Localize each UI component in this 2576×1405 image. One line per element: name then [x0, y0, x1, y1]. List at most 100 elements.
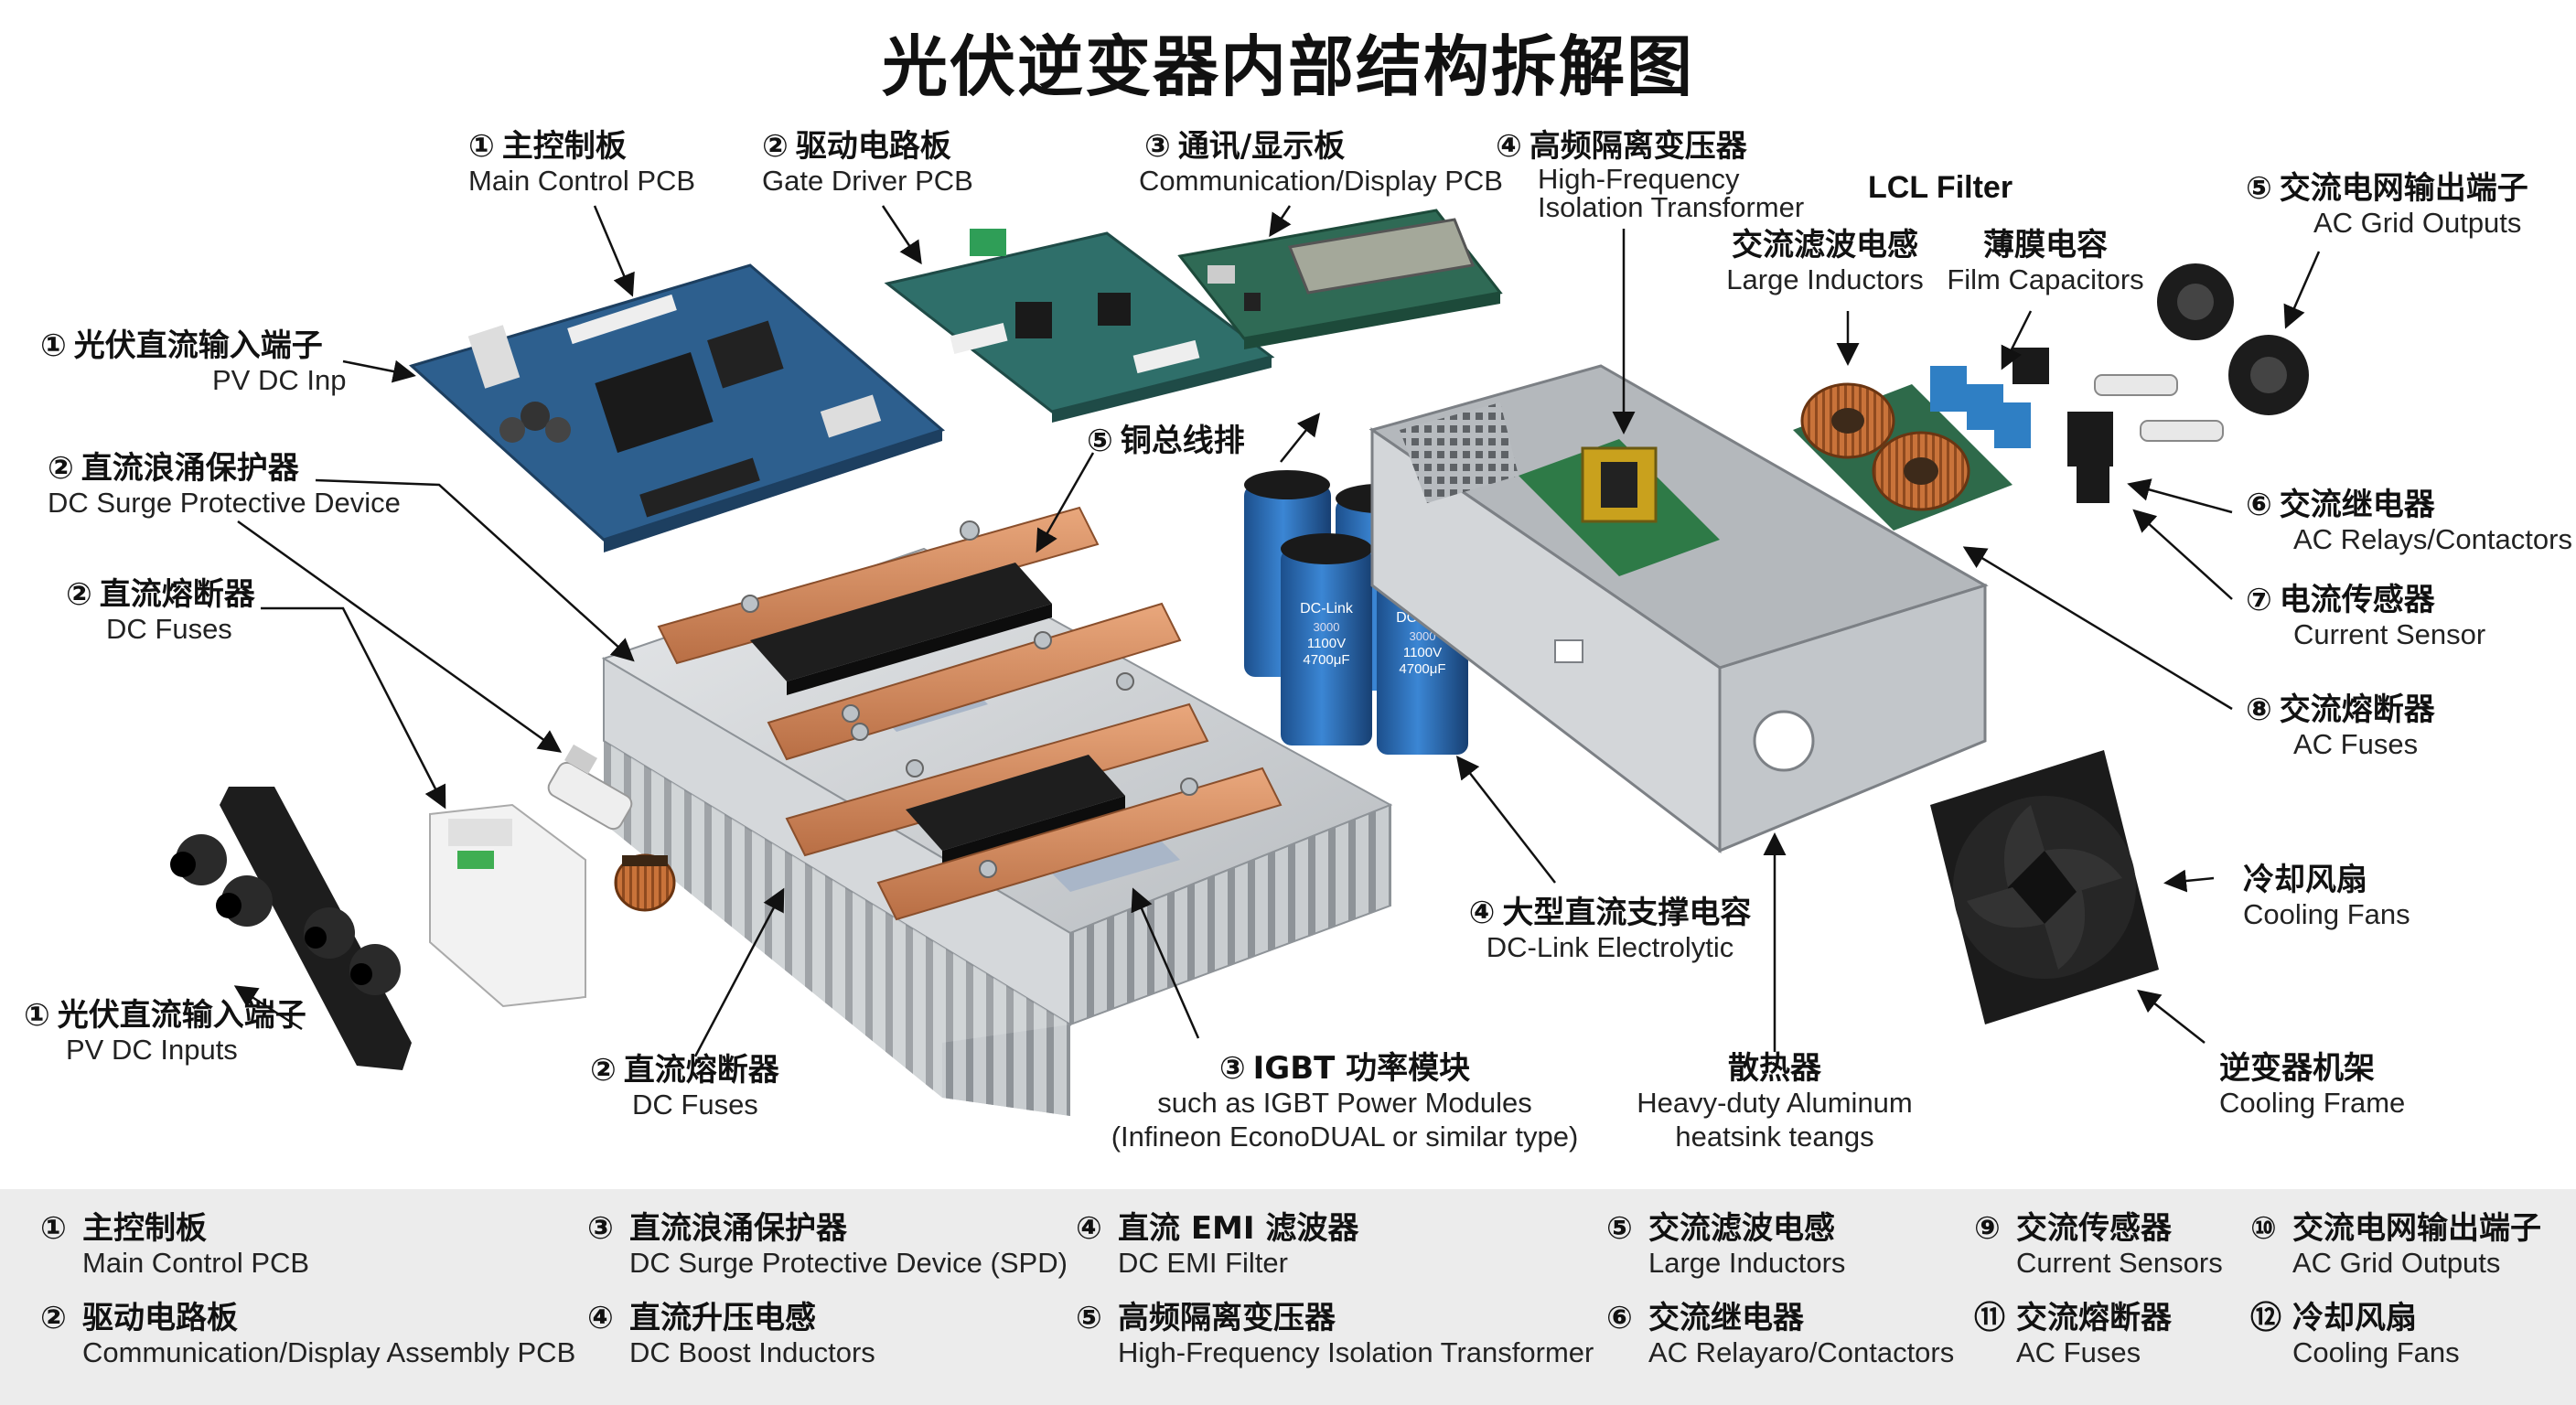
label-number: ①: [40, 327, 67, 364]
label-en: such as IGBT Power Modules: [1157, 1087, 1532, 1120]
label-number: ⑥: [2246, 487, 2272, 523]
legend-zh: 直流 EMI 滤波器: [1118, 1210, 1359, 1247]
legend-en: Communication/Display Assembly PCB: [82, 1336, 576, 1369]
label-number: ②: [48, 450, 74, 487]
cap-label-line2: 3000: [1410, 629, 1436, 643]
label-en: PV DC Inputs: [66, 1034, 238, 1067]
legend-item: ⑤ 交流滤波电感 Large Inductors: [1606, 1210, 1846, 1280]
legend-item: ⑨ 交流传感器 Current Sensors: [1974, 1210, 2223, 1280]
label-number: ⑦: [2246, 582, 2272, 618]
label-en: Large Inductors: [1726, 263, 1924, 296]
legend-en: AC Grid Outputs: [2292, 1247, 2501, 1280]
label-number: ③: [1144, 128, 1171, 165]
cap-label-line4: 4700μF: [1303, 652, 1349, 668]
cooling-fan: [1930, 750, 2159, 1024]
label-zh: 通讯/显示板: [1177, 128, 1346, 165]
label-en: DC Fuses: [106, 613, 232, 646]
label-en: DC-Link Electrolytic: [1486, 931, 1734, 964]
label-cooling-fans: 冷却风扇 Cooling Fans: [2243, 862, 2410, 932]
label-zh: 交流电网输出端子: [2279, 170, 2528, 207]
component-artwork: DC-Link 3000 1100V 4700μF DC-Link 3000 1…: [170, 205, 2321, 1116]
label-zh: 光伏直流输入端子: [57, 997, 306, 1034]
dc-spd: [429, 803, 586, 1008]
label-en: Gate Driver PCB: [762, 165, 973, 198]
label-zh: 大型直流支撑电容: [1502, 895, 1752, 931]
legend-en: Main Control PCB: [82, 1247, 310, 1280]
legend-zh: 交流熔断器: [2016, 1300, 2172, 1336]
legend-number: ④: [587, 1300, 614, 1336]
comm-display-pcb: [1177, 209, 1503, 349]
legend-zh: 高频隔离变压器: [1118, 1300, 1336, 1336]
label-en: Current Sensor: [2293, 618, 2486, 651]
legend-en: DC Surge Protective Device (SPD): [629, 1247, 1068, 1280]
label-cooling-frame: 逆变器机架 Cooling Frame: [2219, 1050, 2405, 1121]
label-en: High-Frequency: [1538, 163, 1740, 196]
legend-en: Large Inductors: [1648, 1247, 1846, 1280]
label-en: AC Grid Outputs: [2313, 207, 2522, 240]
cap-label-line1: DC-Link: [1300, 601, 1354, 617]
label-en: Isolation Transformer: [1538, 191, 1805, 224]
legend-en: AC Relayaro/Contactors: [1648, 1336, 1955, 1369]
legend-zh: 交流传感器: [2016, 1210, 2172, 1247]
dc-inductor-part: [614, 853, 676, 912]
label-en: Heavy-duty Aluminum: [1637, 1087, 1913, 1120]
label-film-capacitors: 薄膜电容 Film Capacitors: [1945, 227, 2146, 297]
label-ac-inductors: 交流滤波电感 Large Inductors: [1720, 227, 1930, 297]
cap-label-line3: 1100V: [1307, 636, 1346, 651]
label-en: (Infineon EconoDUAL or similar type): [1111, 1120, 1579, 1153]
cap-label-line4: 4700μF: [1399, 661, 1445, 677]
legend-number: ⑨: [1974, 1210, 2001, 1247]
label-zh: 直流熔断器: [623, 1052, 779, 1089]
legend-en: Current Sensors: [2016, 1247, 2223, 1280]
label-en: DC Surge Protective Device: [48, 487, 401, 520]
label-number: ③: [1218, 1050, 1246, 1087]
label-number: ②: [590, 1052, 617, 1089]
legend-number: ⑩: [2250, 1210, 2277, 1247]
label-number: ①: [24, 997, 50, 1034]
label-zh: 交流熔断器: [2279, 692, 2435, 728]
legend-zh: 交流电网输出端子: [2292, 1210, 2541, 1247]
label-lcl-filter: LCL Filter: [1868, 170, 2013, 205]
label-zh: 光伏直流输入端子: [73, 327, 323, 364]
legend-zh: 冷却风扇: [2292, 1300, 2417, 1336]
label-en: Communication/Display PCB: [1139, 165, 1503, 198]
legend-item: ⑩ 交流电网输出端子 AC Grid Outputs: [2250, 1210, 2541, 1280]
label-zh: 主控制板: [501, 128, 627, 165]
legend-en: Cooling Fans: [2292, 1336, 2460, 1369]
legend-zh: 驱动电路板: [82, 1300, 238, 1336]
cap-label-line3: 1100V: [1403, 645, 1442, 660]
legend-number: ⑤: [1606, 1210, 1633, 1247]
legend-number: ①: [40, 1210, 67, 1247]
legend-en: AC Fuses: [2016, 1336, 2141, 1369]
pv-dc-input-connectors: [170, 787, 412, 1070]
label-zh: IGBT 功率模块: [1252, 1050, 1471, 1087]
inverter-chassis: [1368, 364, 1989, 854]
label-number: ②: [66, 576, 92, 613]
label-number: ⑤: [1087, 423, 1113, 459]
legend-zh: 直流升压电感: [629, 1300, 816, 1336]
label-en: heatsink teangs: [1675, 1120, 1874, 1153]
legend-zh: 交流滤波电感: [1648, 1210, 1835, 1247]
label-zh: 电流传感器: [2279, 582, 2435, 618]
cap-label-line2: 3000: [1314, 620, 1340, 634]
label-zh: 薄膜电容: [1983, 227, 2108, 263]
